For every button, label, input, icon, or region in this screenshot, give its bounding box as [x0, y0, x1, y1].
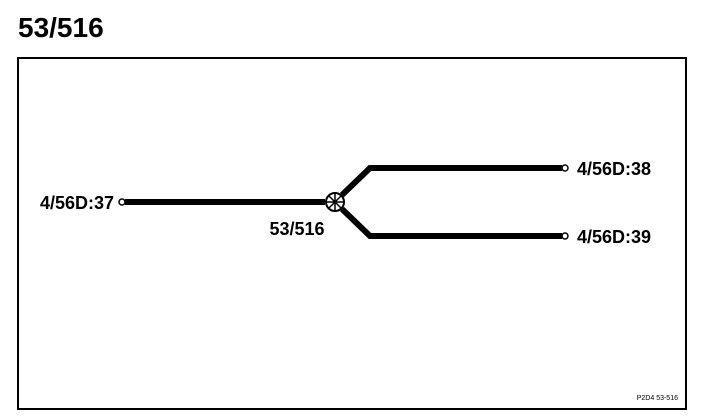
input-terminal [118, 198, 126, 206]
page-title: 53/516 [18, 12, 104, 43]
splice-node-icon [325, 192, 345, 212]
reference-code: P2D4 53-516 [637, 395, 678, 402]
output-terminal-1 [561, 164, 569, 172]
splice-label: 53/516 [269, 219, 324, 239]
input-label: 4/56D:37 [40, 193, 114, 213]
output-label-2: 4/56D:39 [577, 227, 651, 247]
output-cable-1 [339, 165, 562, 198]
output-label-1: 4/56D:38 [577, 159, 651, 179]
output-cable-2 [339, 206, 562, 239]
output-terminal-2 [561, 232, 569, 240]
diagram-frame [17, 57, 687, 410]
